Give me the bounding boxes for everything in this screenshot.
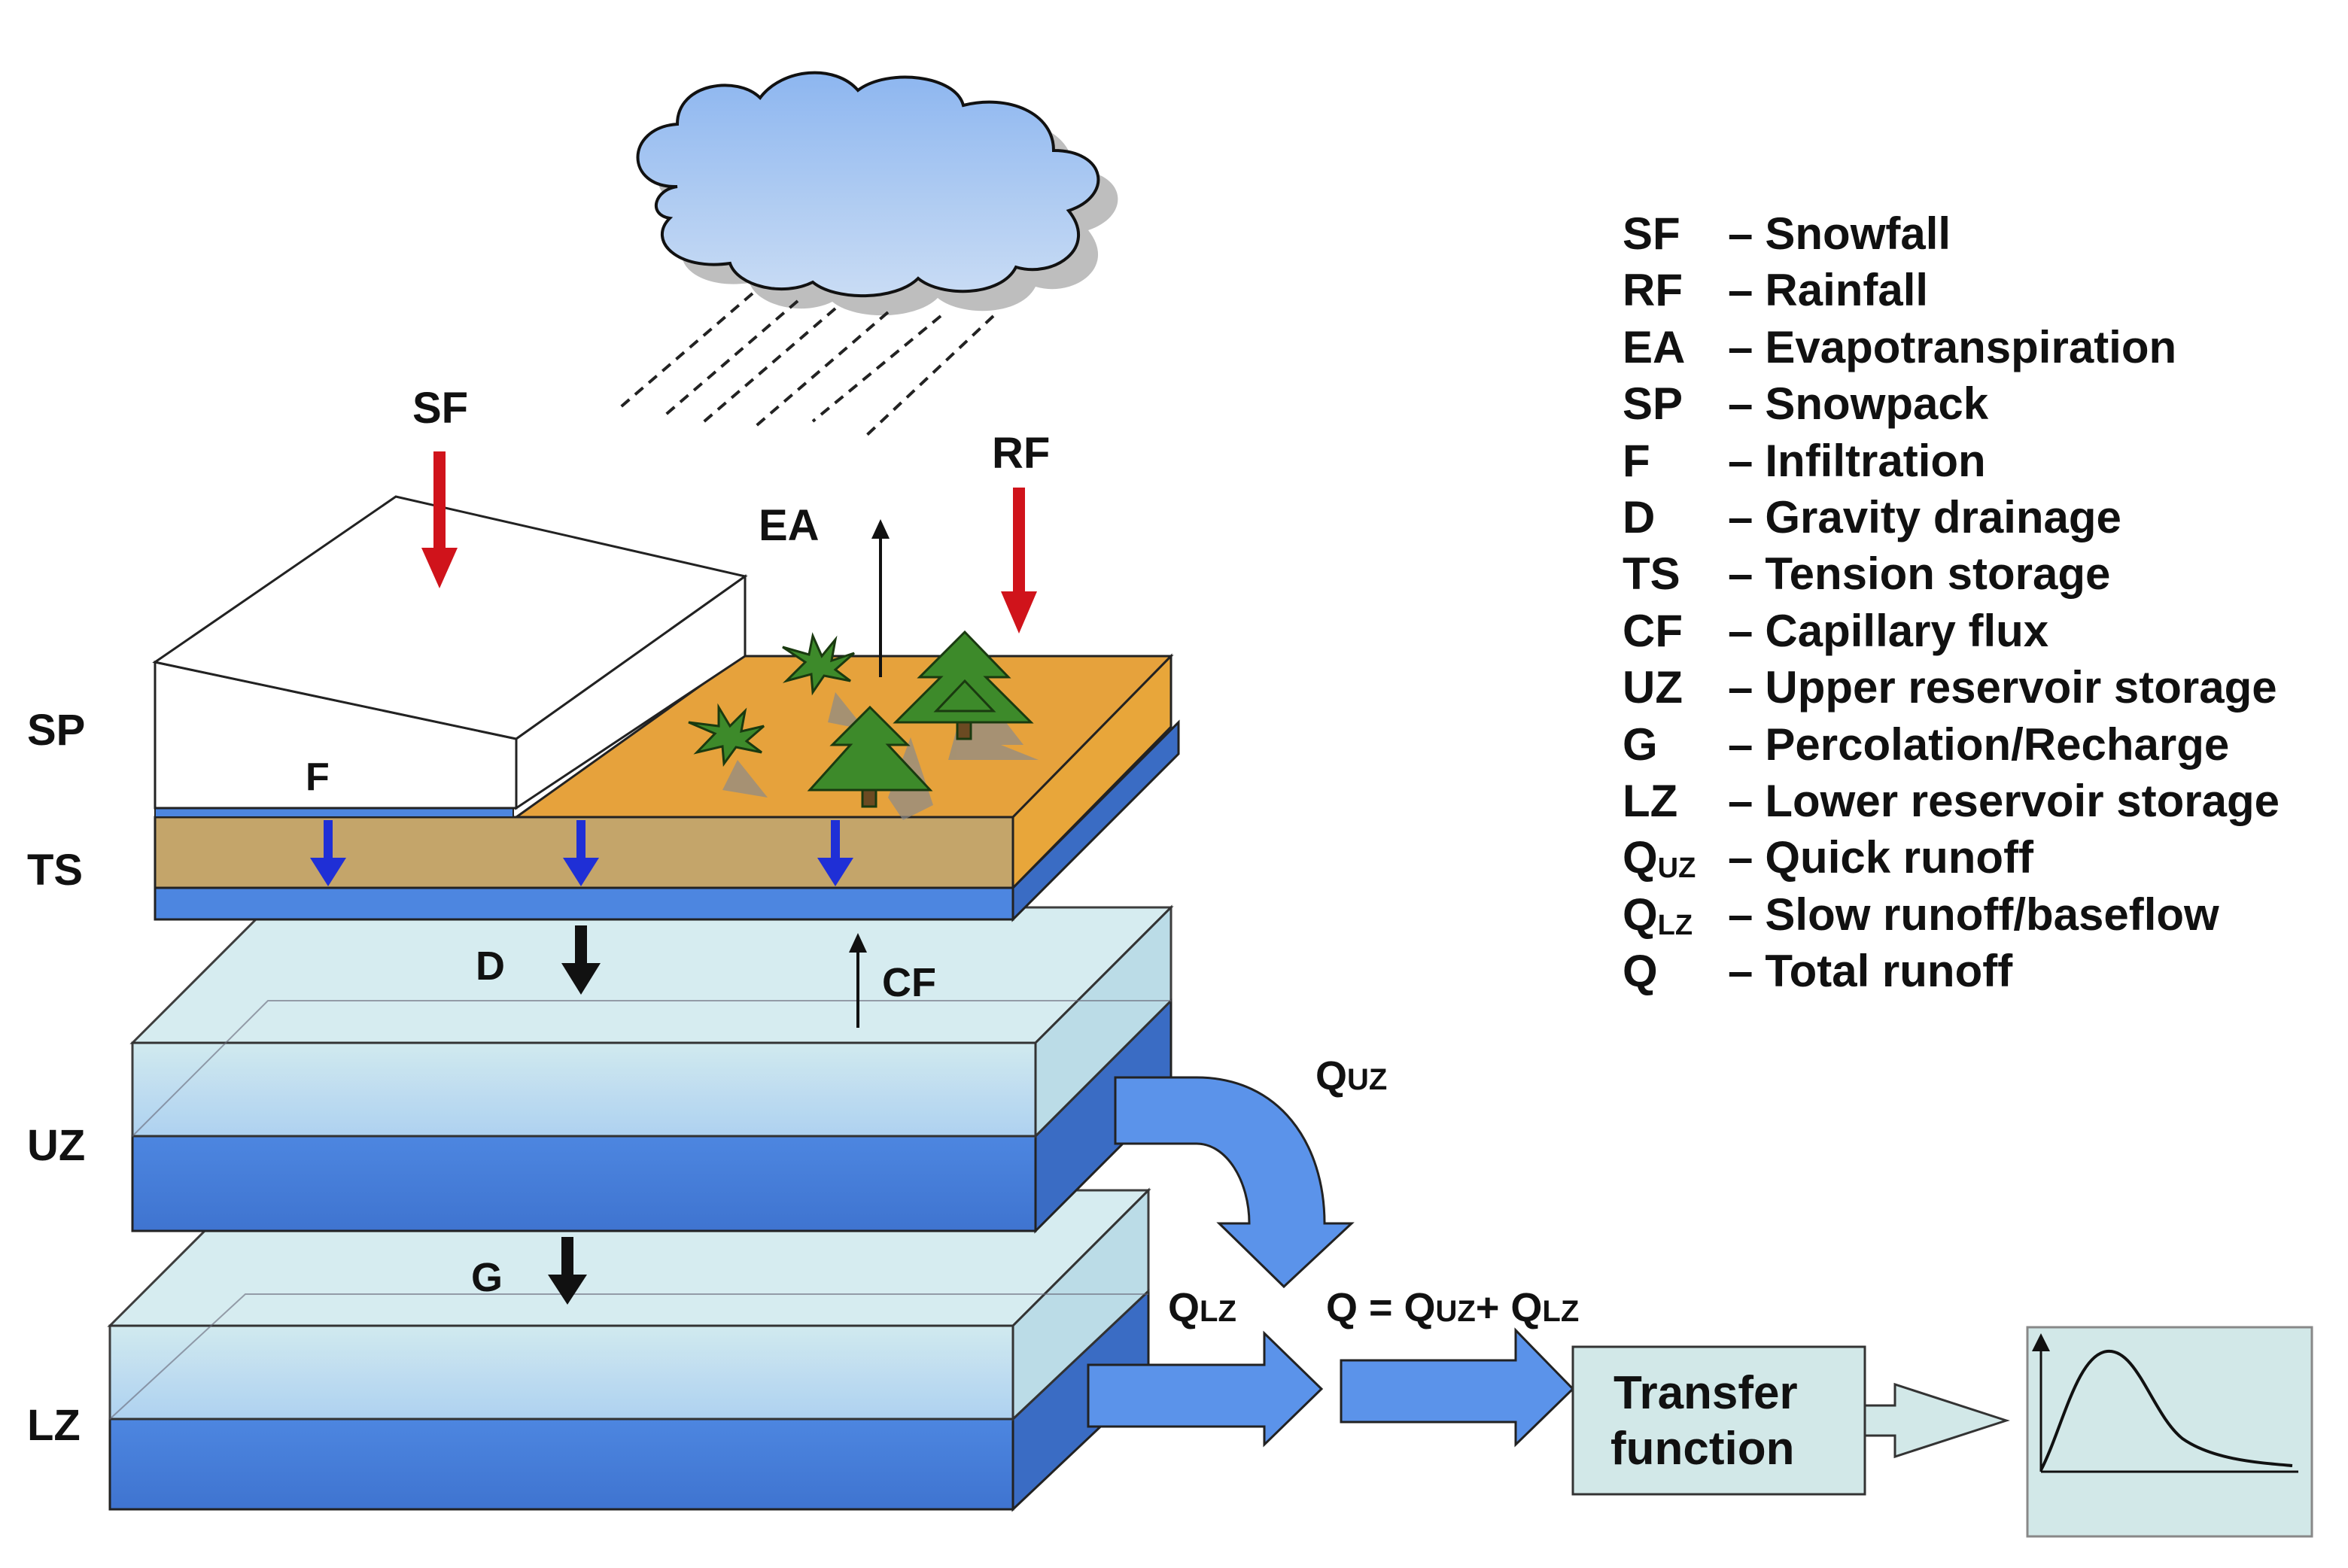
sf-arrow bbox=[421, 451, 458, 588]
cloud-icon bbox=[636, 71, 1118, 316]
legend-item: G –Percolation/Recharge bbox=[1623, 719, 2229, 776]
legend-description: –Total runoff bbox=[1728, 946, 2013, 997]
legend-item: QUZ –Quick runoff bbox=[1623, 831, 2033, 889]
legend-description: –Tension storage bbox=[1728, 548, 2111, 600]
quick-runoff-arrow bbox=[1114, 1076, 1355, 1289]
ea-arrow bbox=[871, 519, 890, 677]
legend-code: RF bbox=[1623, 265, 1683, 316]
legend-item: F –Infiltration bbox=[1623, 435, 1986, 492]
legend-item: LZ –Lower reservoir storage bbox=[1623, 775, 2280, 832]
label-uz: UZ bbox=[27, 1121, 85, 1170]
label-q-total-equation: Q = QUZ+ QLZ bbox=[1326, 1285, 1579, 1330]
legend-code: F bbox=[1623, 435, 1650, 486]
legend-description: –Upper reservoir storage bbox=[1728, 662, 2277, 713]
legend-code: Q bbox=[1623, 946, 1658, 997]
total-runoff-arrow bbox=[1340, 1327, 1575, 1448]
cf-arrow bbox=[849, 933, 867, 1028]
legend-item: EA –Evapotranspiration bbox=[1623, 321, 2176, 378]
legend-item: SF –Snowfall bbox=[1623, 208, 1951, 265]
label-ea: EA bbox=[759, 501, 820, 550]
legend-code: TS bbox=[1623, 548, 1680, 600]
g-arrow bbox=[548, 1237, 587, 1305]
legend-description: –Evapotranspiration bbox=[1728, 321, 2177, 372]
lz-reservoir bbox=[107, 1187, 1151, 1512]
label-f: F bbox=[306, 755, 330, 799]
label-sf: SF bbox=[412, 384, 468, 433]
transfer-function-line1: Transfer bbox=[1613, 1367, 1798, 1419]
transfer-output-arrow bbox=[1863, 1382, 2010, 1459]
legend-item: D –Gravity drainage bbox=[1623, 491, 2121, 548]
legend-description: –Capillary flux bbox=[1728, 605, 2049, 656]
legend-code: EA bbox=[1623, 321, 1686, 372]
legend-code: G bbox=[1623, 719, 1658, 770]
label-ts: TS bbox=[27, 846, 83, 895]
legend-code: UZ bbox=[1623, 662, 1683, 713]
d-arrow bbox=[561, 925, 601, 995]
legend-code: QUZ bbox=[1623, 832, 1696, 885]
legend-code: QLZ bbox=[1623, 889, 1693, 941]
legend-item: SP –Snowpack bbox=[1623, 378, 1988, 435]
f-infiltration-arrows bbox=[310, 820, 853, 886]
legend-item: TS –Tension storage bbox=[1623, 548, 2110, 605]
uz-reservoir bbox=[129, 904, 1174, 1234]
legend-description: –Snowfall bbox=[1728, 208, 1951, 259]
rf-arrow bbox=[1001, 488, 1037, 634]
legend-description: –Rainfall bbox=[1728, 265, 1929, 316]
snowpack-block bbox=[152, 495, 748, 810]
legend-code: LZ bbox=[1623, 776, 1678, 826]
label-d: D bbox=[476, 944, 505, 989]
label-q-uz: QUZ bbox=[1315, 1053, 1387, 1099]
label-sp: SP bbox=[27, 706, 85, 755]
legend-item: QLZ –Slow runoff/baseflow bbox=[1623, 889, 2219, 946]
legend-item: UZ –Upper reservoir storage bbox=[1623, 661, 2277, 719]
legend-code: SF bbox=[1623, 208, 1680, 259]
transfer-function-box bbox=[1571, 1345, 1866, 1496]
legend-description: –Gravity drainage bbox=[1728, 492, 2121, 542]
legend-code: D bbox=[1623, 492, 1656, 542]
label-rf: RF bbox=[992, 429, 1050, 478]
legend-description: –Percolation/Recharge bbox=[1728, 719, 2230, 770]
label-q-lz: QLZ bbox=[1168, 1285, 1236, 1330]
transfer-function-line2: function bbox=[1610, 1423, 1795, 1475]
tree-icon bbox=[688, 630, 1039, 820]
legend-item: RF –Rainfall bbox=[1623, 264, 1928, 321]
legend-description: –Snowpack bbox=[1728, 378, 1989, 430]
legend-description: –Quick runoff bbox=[1728, 832, 2034, 883]
label-g: G bbox=[471, 1255, 503, 1300]
label-cf: CF bbox=[882, 960, 936, 1005]
legend-code: CF bbox=[1623, 605, 1683, 656]
legend-item: CF –Capillary flux bbox=[1623, 605, 2048, 662]
slow-runoff-arrow bbox=[1087, 1330, 1324, 1448]
rain-streaks bbox=[616, 292, 995, 438]
label-lz: LZ bbox=[27, 1401, 81, 1450]
legend-description: –Lower reservoir storage bbox=[1728, 776, 2280, 826]
hydrograph-icon bbox=[2026, 1326, 2313, 1538]
legend-description: –Slow runoff/baseflow bbox=[1728, 889, 2219, 940]
legend-item: Q –Total runoff bbox=[1623, 945, 2012, 1002]
legend-description: –Infiltration bbox=[1728, 435, 1986, 486]
legend-code: SP bbox=[1623, 378, 1683, 430]
